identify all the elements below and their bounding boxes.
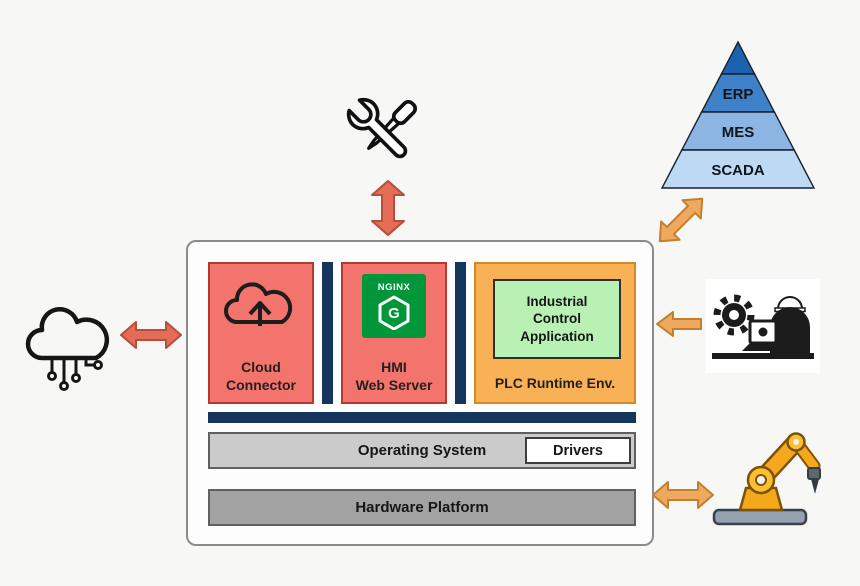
drivers-label: Drivers (553, 442, 603, 459)
cloud-connector-block: Cloud Connector (208, 262, 314, 404)
backplane-bus-vertical (322, 262, 333, 404)
laptop-icon (742, 319, 784, 351)
nginx-logo: NGINX G (362, 274, 426, 338)
cloud-connector-label: Cloud Connector (226, 359, 296, 393)
industrial-control-app-box: Industrial Control Application (493, 279, 621, 359)
desk-line (712, 353, 814, 359)
drivers-box: Drivers (525, 437, 631, 464)
engineer-link-arrow (656, 311, 702, 337)
tools-link-arrow (371, 180, 405, 236)
operating-system-bar: Operating System Drivers (208, 432, 636, 469)
robot-link-arrow (652, 481, 714, 509)
nginx-hexagon-icon: G (378, 295, 410, 330)
drill-bit (811, 479, 819, 494)
industrial-control-app-label: Industrial Control Application (520, 293, 594, 344)
hmi-web-server-block: NGINX G HMI Web Server (341, 262, 447, 404)
automation-pyramid: ERP MES SCADA (660, 40, 816, 189)
hard-hat-icon (776, 296, 804, 310)
nginx-wordmark: NGINX (377, 282, 411, 293)
pyramid-level-mes: MES (722, 124, 755, 141)
tools-icon (336, 88, 430, 180)
robot-arm-icon (702, 406, 830, 530)
cloud-upload-icon (219, 272, 303, 338)
operating-system-label: Operating System (357, 442, 487, 459)
pyramid-level-scada: SCADA (711, 162, 765, 179)
gear-icon (713, 294, 755, 336)
hmi-web-server-label: HMI Web Server (355, 359, 433, 393)
worker-figure (770, 296, 810, 353)
plc-runtime-label: PLC Runtime Env. (494, 374, 616, 391)
pyramid-level-erp: ERP (723, 86, 754, 103)
plc-runtime-block: Industrial Control Application PLC Runti… (474, 262, 636, 404)
wrench-icon (346, 97, 408, 159)
cloud-link-arrow (120, 321, 182, 349)
backplane-bus-vertical (455, 262, 466, 404)
pyramid-link-arrow (658, 197, 704, 243)
iot-cloud-icon (16, 294, 120, 398)
engineer-icon (706, 279, 820, 373)
system-stack-panel: Cloud Connector NGINX G HMI Web Server I… (186, 240, 654, 546)
hardware-platform-bar: Hardware Platform (208, 489, 636, 526)
nginx-letter: G (388, 305, 400, 322)
backplane-bus-horizontal (208, 412, 636, 423)
hardware-platform-label: Hardware Platform (355, 499, 489, 516)
